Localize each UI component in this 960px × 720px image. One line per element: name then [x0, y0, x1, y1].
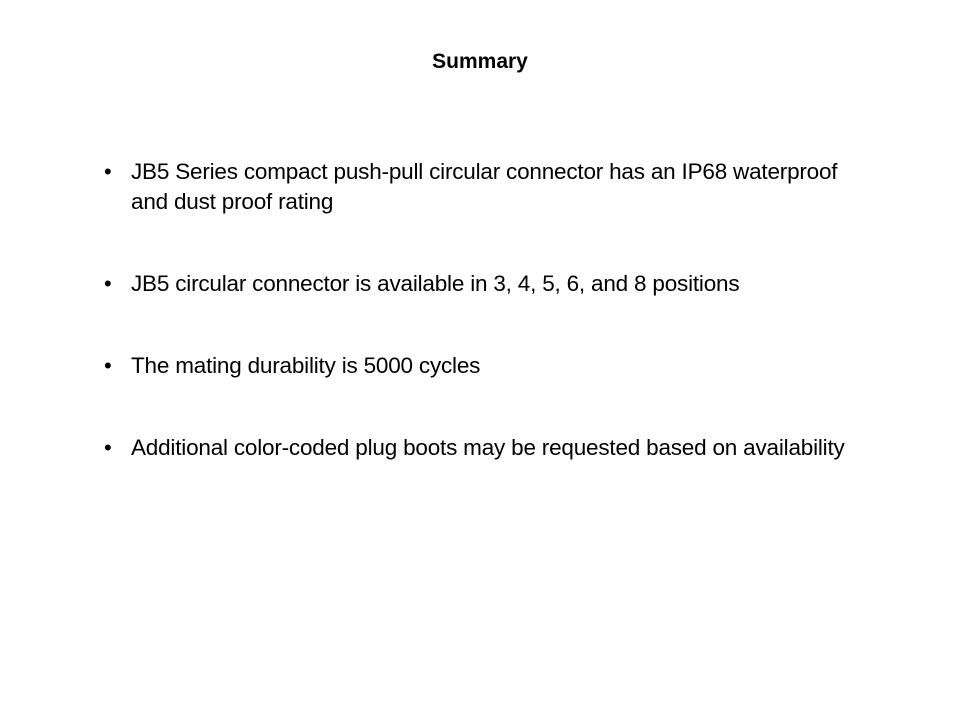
bullet-text: JB5 Series compact push-pull circular co… — [131, 159, 838, 214]
bullet-icon: • — [104, 159, 112, 184]
bullet-list: • JB5 Series compact push-pull circular … — [104, 157, 864, 463]
slide-title: Summary — [432, 50, 528, 73]
bullet-text: JB5 circular connector is available in 3… — [131, 271, 740, 296]
bullet-text: Additional color-coded plug boots may be… — [131, 435, 845, 460]
bullet-item-durability: • The mating durability is 5000 cycles — [104, 351, 864, 381]
bullet-item-positions: • JB5 circular connector is available in… — [104, 269, 864, 299]
bullet-icon: • — [104, 353, 112, 378]
bullet-icon: • — [104, 435, 112, 460]
bullet-text: The mating durability is 5000 cycles — [131, 353, 481, 378]
bullet-item-ip68-rating: • JB5 Series compact push-pull circular … — [104, 157, 864, 217]
bullet-icon: • — [104, 271, 112, 296]
bullet-item-plug-boots: • Additional color-coded plug boots may … — [104, 433, 864, 463]
